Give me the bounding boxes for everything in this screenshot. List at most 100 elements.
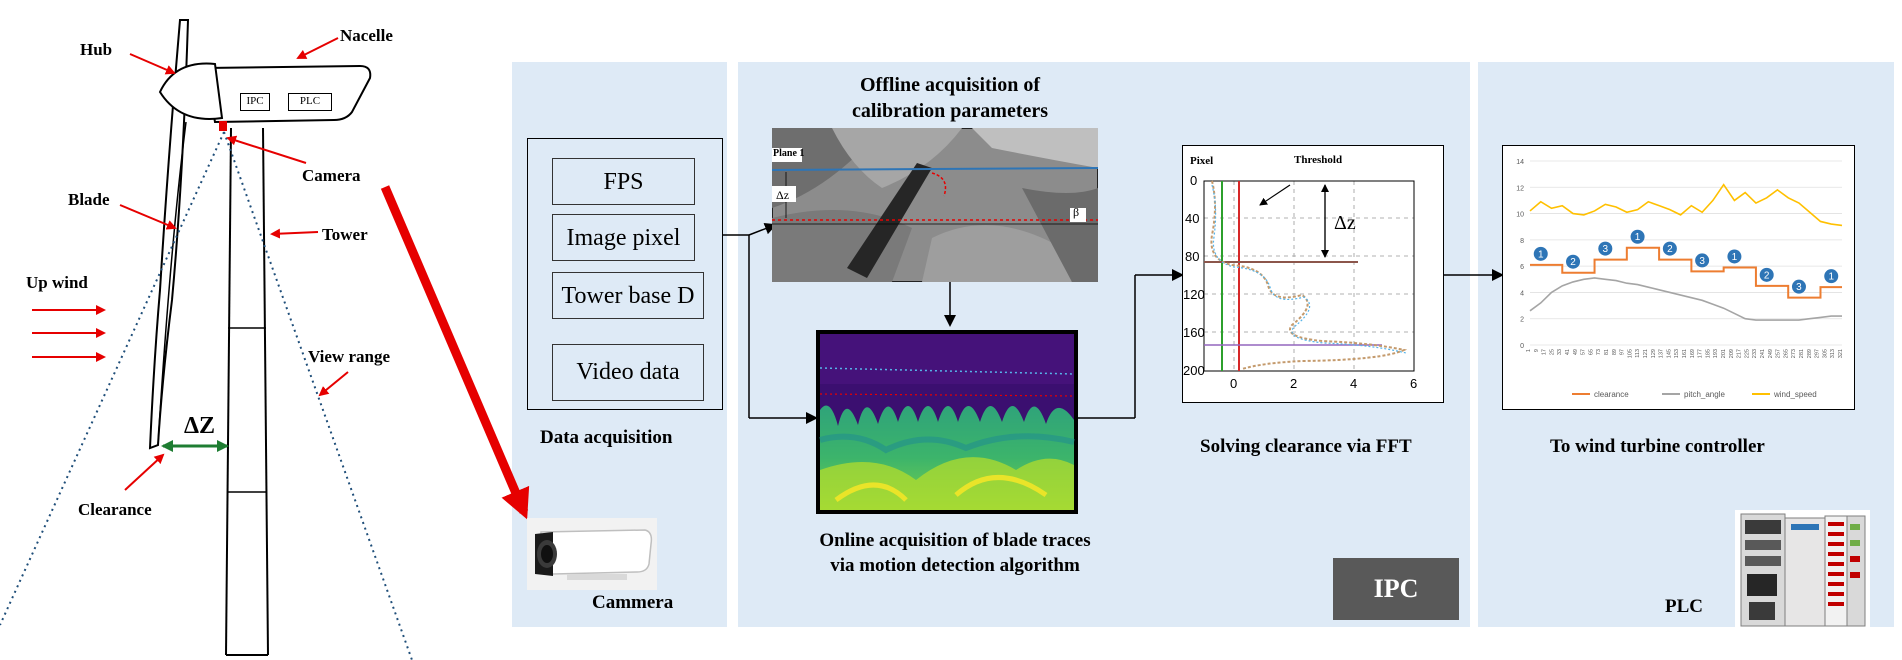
chart-legend-label: wind_speed <box>1773 390 1817 399</box>
chart-ytick: 2 <box>1520 317 1524 324</box>
offline-title-1: Offline acquisition of <box>859 74 1040 96</box>
clearance-label: Clearance <box>78 500 152 519</box>
calibration-image <box>772 128 1098 282</box>
calib-dz-label: Δz <box>776 188 790 202</box>
nacelle-ipc-box: IPC <box>240 93 270 111</box>
chart-marker <box>1630 229 1645 244</box>
chart-xtick: 137 <box>1659 349 1665 358</box>
chart-ytick: 12 <box>1516 185 1524 192</box>
fft-ytick-120: 120 <box>1183 287 1205 302</box>
chart-xtick: 217 <box>1737 349 1743 358</box>
chart-xtick: 113 <box>1635 349 1641 358</box>
chart-xtick: 241 <box>1760 349 1766 358</box>
chart-xtick: 305 <box>1822 349 1828 358</box>
controller-chart-box <box>1502 145 1855 410</box>
chart-xtick: 201 <box>1721 349 1727 358</box>
chart-marker <box>1662 241 1677 256</box>
chart-xtick: 289 <box>1807 349 1813 358</box>
tower-label: Tower <box>322 225 368 244</box>
chart-marker <box>1566 254 1581 269</box>
chart-ytick: 14 <box>1516 159 1524 166</box>
chart-marker-label: 3 <box>1796 282 1802 293</box>
chart-xtick: 89 <box>1612 349 1618 355</box>
chart-xtick: 73 <box>1596 349 1602 355</box>
chart-marker-label: 2 <box>1570 257 1576 268</box>
chart-marker <box>1824 269 1839 284</box>
chart-series-wind_speed <box>1529 183 1843 227</box>
chart-xtick: 273 <box>1791 349 1797 358</box>
fft-xtick-6: 6 <box>1410 376 1418 391</box>
chart-xtick: 1 <box>1526 349 1532 352</box>
camera-label: Camera <box>302 166 361 185</box>
fft-ytick-40: 40 <box>1185 211 1200 226</box>
chart-xtick: 25 <box>1549 349 1555 355</box>
chart-xtick: 65 <box>1588 349 1594 355</box>
chart-ytick: 0 <box>1520 343 1524 350</box>
chart-xtick: 161 <box>1682 349 1688 358</box>
chart-marker-label: 2 <box>1667 244 1673 255</box>
chart-marker-label: 1 <box>1538 249 1544 260</box>
tower-body <box>225 127 269 656</box>
chart-xtick: 257 <box>1776 349 1782 358</box>
chart-series-pitch_angle <box>1529 277 1842 321</box>
fft-ytick-160: 160 <box>1183 325 1205 340</box>
hub-label: Hub <box>80 40 113 59</box>
ipc-badge: IPC <box>1333 558 1459 620</box>
camera-dot <box>219 121 227 131</box>
chart-xtick: 177 <box>1698 349 1704 358</box>
controller-caption: To wind turbine controller <box>1550 436 1765 457</box>
chart-xtick: 145 <box>1666 349 1672 358</box>
fft-ytick-0: 0 <box>1190 173 1198 188</box>
chart-xtick: 105 <box>1627 349 1633 358</box>
param-video-data: Video data <box>552 344 704 401</box>
chart-marker-label: 2 <box>1764 270 1770 281</box>
fft-plot <box>1203 180 1415 372</box>
chart-xtick: 17 <box>1542 349 1548 355</box>
blade-label: Blade <box>68 190 110 209</box>
chart-xtick: 297 <box>1815 349 1821 358</box>
chart-xtick: 153 <box>1674 349 1680 358</box>
param-fps: FPS <box>552 158 695 205</box>
fft-xtick-4: 4 <box>1350 376 1358 391</box>
chart-marker <box>1695 253 1710 268</box>
chart-ytick: 8 <box>1520 238 1524 245</box>
online-caption-2: via motion detection algorithm <box>830 555 1080 576</box>
view-range-label: View range <box>308 347 390 366</box>
up-wind-label: Up wind <box>26 273 88 292</box>
hub-shape <box>158 62 224 120</box>
camera-caption: Cammera <box>592 592 674 613</box>
chart-marker <box>1759 267 1774 282</box>
fft-ytick-80: 80 <box>1185 249 1200 264</box>
fft-pixel-label: Pixel <box>1190 155 1214 167</box>
nacelle-label: Nacelle <box>340 26 393 45</box>
chart-series-clearance <box>1530 246 1842 299</box>
chart-xtick: 169 <box>1690 349 1696 358</box>
chart-marker-label: 1 <box>1732 252 1738 263</box>
data-acquisition-caption: Data acquisition <box>540 427 673 448</box>
chart-xtick: 97 <box>1620 349 1626 355</box>
chart-xtick: 33 <box>1557 349 1563 355</box>
plane-label: Plane 1 <box>773 148 805 159</box>
nacelle-plc-label: PLC <box>299 95 321 107</box>
chart-xtick: 265 <box>1783 349 1789 358</box>
chart-xtick: 233 <box>1752 349 1758 358</box>
chart-ytick: 6 <box>1520 264 1524 271</box>
chart-legend-label: pitch_angle <box>1684 390 1725 399</box>
fft-caption: Solving clearance via FFT <box>1200 436 1412 457</box>
param-image-pixel: Image pixel <box>552 214 695 261</box>
fft-threshold-label: Threshold <box>1294 154 1343 166</box>
chart-xtick: 57 <box>1581 349 1587 355</box>
nacelle-ipc-label: IPC <box>246 95 264 107</box>
chart-ytick: 4 <box>1520 290 1524 297</box>
chart-xtick: 49 <box>1573 349 1579 355</box>
chart-marker-label: 3 <box>1603 244 1609 255</box>
chart-xtick: 225 <box>1744 349 1750 358</box>
chart-marker <box>1791 279 1806 294</box>
fft-xtick-2: 2 <box>1290 376 1298 391</box>
chart-xtick: 281 <box>1799 349 1805 358</box>
param-tower-base: Tower base D <box>552 272 704 319</box>
chart-xtick: 321 <box>1838 349 1844 358</box>
